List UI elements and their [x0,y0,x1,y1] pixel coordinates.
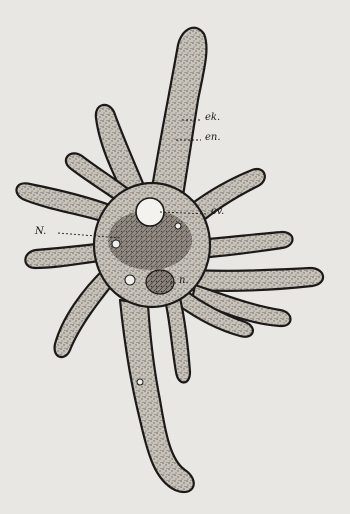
label-nucleus-n: n. [179,276,189,286]
pseudopod-right-3 [195,268,323,291]
label-ectoplasm: ek. [205,113,220,123]
contractile-vacuole [136,198,164,226]
food-vacuole-1 [112,240,120,248]
nucleus-n [146,270,174,294]
label-contractile-vacuole: cv. [211,207,224,217]
label-endoplasm: en. [205,133,221,143]
food-vacuole-3 [175,223,181,229]
food-vacuole-4 [137,379,143,385]
food-vacuole-2 [125,275,135,285]
label-nucleus-N: N. [35,227,46,237]
